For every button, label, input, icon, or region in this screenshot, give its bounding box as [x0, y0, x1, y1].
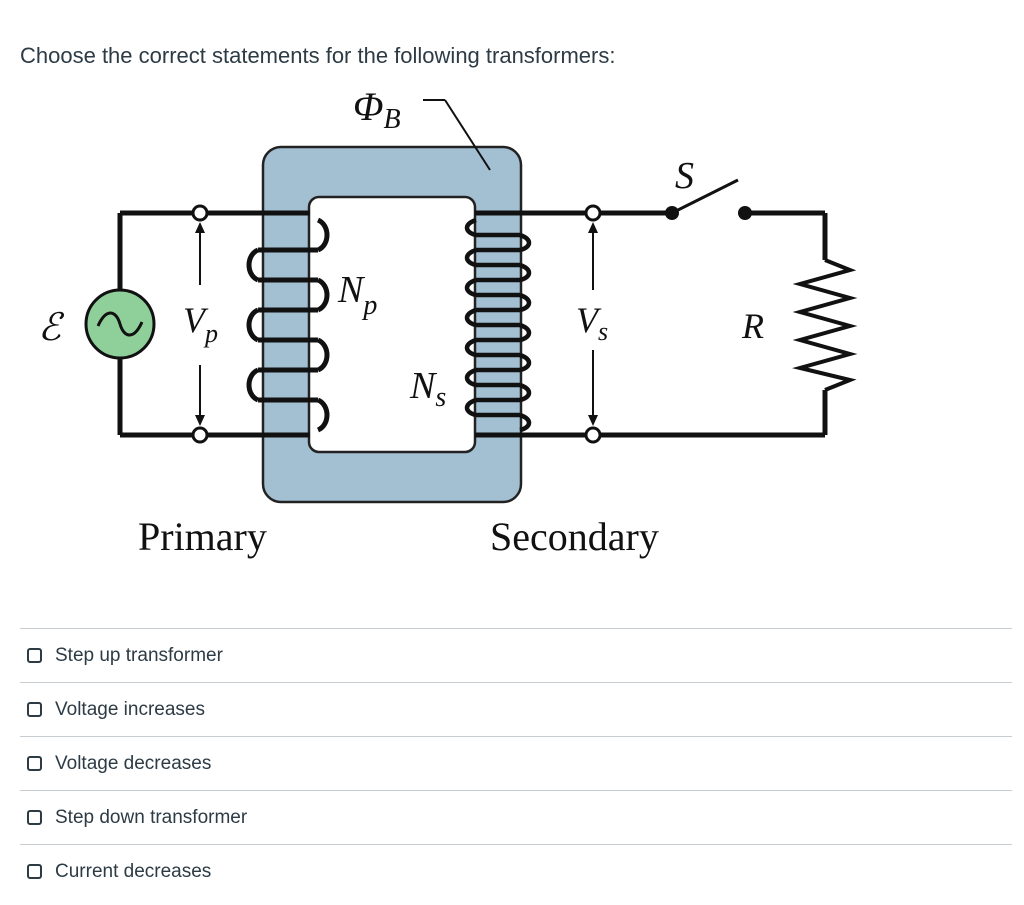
answer-option[interactable]: Voltage decreases: [20, 736, 1012, 790]
answer-list: Step up transformer Voltage increases Vo…: [20, 628, 1012, 898]
answer-option[interactable]: Step down transformer: [20, 790, 1012, 844]
switch-label: S: [675, 155, 694, 197]
primary-coil: [246, 217, 330, 433]
question-text: Choose the correct statements for the fo…: [20, 43, 616, 68]
transformer-diagram: ΦB S ℰ Vp Np Ns Vs R Primary Secondary: [0, 80, 900, 580]
vs-label: Vs: [576, 300, 608, 346]
vp-label: Vp: [183, 300, 218, 348]
secondary-terminal-bottom: [584, 426, 602, 444]
answer-checkbox[interactable]: [27, 756, 42, 771]
switch-contact: [738, 206, 752, 220]
answer-checkbox[interactable]: [27, 864, 42, 879]
primary-terminal-bottom: [191, 426, 209, 444]
secondary-coil: [464, 217, 532, 433]
switch-icon: [671, 178, 739, 215]
answer-option[interactable]: Current decreases: [20, 844, 1012, 898]
secondary-circuit: [475, 210, 828, 438]
answer-checkbox[interactable]: [27, 702, 42, 717]
secondary-terminal-top: [584, 204, 602, 222]
answer-checkbox[interactable]: [27, 810, 42, 825]
answer-checkbox[interactable]: [27, 648, 42, 663]
primary-terminal-top: [191, 204, 209, 222]
secondary-label: Secondary: [490, 514, 659, 559]
answer-label[interactable]: Step down transformer: [55, 806, 248, 828]
flux-label: ΦB: [353, 84, 401, 135]
core-window: [307, 195, 477, 454]
answer-label[interactable]: Voltage increases: [55, 698, 205, 720]
answer-label[interactable]: Step up transformer: [55, 644, 223, 666]
answer-label[interactable]: Voltage decreases: [55, 752, 212, 774]
answer-option[interactable]: Voltage increases: [20, 682, 1012, 736]
emf-label: ℰ: [38, 307, 65, 349]
answer-label[interactable]: Current decreases: [55, 860, 212, 882]
answer-option[interactable]: Step up transformer: [20, 628, 1012, 682]
resistor-label: R: [741, 306, 764, 346]
np-label: Np: [337, 269, 377, 321]
primary-label: Primary: [138, 514, 267, 559]
ns-label: Ns: [409, 365, 446, 413]
resistor-icon: [792, 258, 858, 392]
